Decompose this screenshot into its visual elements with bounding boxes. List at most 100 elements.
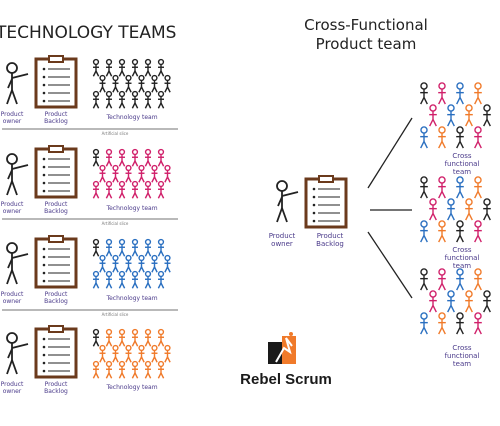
team-member-figure bbox=[157, 238, 165, 257]
team-member-figure bbox=[131, 270, 139, 289]
team-member-figure bbox=[438, 312, 446, 335]
product-owner-label: Product bbox=[1, 111, 24, 118]
logo-star-icon bbox=[289, 332, 293, 336]
product-backlog-label-2: Backlog bbox=[316, 240, 344, 248]
team-member-figure bbox=[456, 176, 464, 199]
cross-functional-label: Cross bbox=[452, 246, 472, 254]
product-owner-figure bbox=[6, 242, 29, 285]
team-member-figure bbox=[465, 104, 473, 127]
team-member-figure bbox=[118, 148, 126, 167]
cross-functional-label-2: functional bbox=[445, 160, 480, 168]
product-owner-label: Product bbox=[1, 381, 24, 388]
team-member-figure bbox=[157, 148, 165, 167]
team-member-figure bbox=[118, 360, 126, 379]
team-member-figure bbox=[131, 360, 139, 379]
product-owner-label-2: owner bbox=[3, 118, 22, 125]
team-member-figure bbox=[456, 220, 464, 243]
team-member-figure bbox=[447, 290, 455, 313]
team-member-figure bbox=[151, 254, 158, 273]
team-member-figure bbox=[144, 90, 152, 109]
row-2: Product owner Product Backlog Technology… bbox=[1, 145, 178, 226]
technology-team-label: Technology team bbox=[105, 114, 157, 121]
team-member-figure bbox=[118, 90, 126, 109]
team-member-figure bbox=[92, 90, 100, 109]
team-member-figure bbox=[105, 180, 113, 199]
team-member-figure bbox=[456, 268, 464, 291]
team-member-figure bbox=[131, 90, 139, 109]
team-member-figure bbox=[151, 74, 158, 93]
cross-functional-label-2: functional bbox=[445, 254, 480, 262]
team-member-figure bbox=[112, 254, 119, 273]
team-member-figure bbox=[483, 104, 491, 127]
rebel-scrum-logo bbox=[268, 332, 296, 364]
team-member-figure bbox=[474, 220, 482, 243]
team-member-figure bbox=[92, 328, 100, 347]
product-backlog-clipboard bbox=[34, 145, 78, 199]
product-owner-label: Product bbox=[1, 291, 24, 298]
team-member-figure bbox=[483, 198, 491, 221]
product-backlog-label: Product bbox=[317, 232, 344, 240]
team-member-figure bbox=[438, 220, 446, 243]
artificial-slice-label: Artificial slice bbox=[102, 312, 129, 317]
team-member-figure bbox=[105, 270, 113, 289]
team-member-figure bbox=[138, 254, 145, 273]
team-member-figure bbox=[144, 238, 152, 257]
team-member-figure bbox=[138, 74, 145, 93]
team-member-figure bbox=[99, 74, 106, 93]
team-member-figure bbox=[144, 270, 152, 289]
team-member-figure bbox=[105, 328, 113, 347]
team-member-figure bbox=[420, 82, 428, 105]
product-owner-figure bbox=[6, 62, 29, 105]
right-title-line1: Cross-Functional bbox=[304, 16, 428, 34]
team-member-figure bbox=[105, 148, 113, 167]
team-member-figure bbox=[125, 74, 132, 93]
connector-top bbox=[367, 117, 413, 189]
team-member-figure bbox=[138, 344, 145, 363]
team-member-figure bbox=[144, 180, 152, 199]
team-member-figure bbox=[429, 290, 437, 313]
team-member-figure bbox=[151, 164, 158, 183]
team-member-figure bbox=[105, 58, 113, 77]
team-member-figure bbox=[131, 148, 139, 167]
product-backlog-label: Product bbox=[45, 291, 68, 298]
team-member-figure bbox=[112, 344, 119, 363]
team-member-figure bbox=[474, 82, 482, 105]
team-member-figure bbox=[438, 82, 446, 105]
product-owner-label: Product bbox=[1, 201, 24, 208]
team-member-figure bbox=[474, 176, 482, 199]
team-member-figure bbox=[131, 328, 139, 347]
product-backlog-clipboard bbox=[34, 235, 78, 289]
cross-functional-label-3: team bbox=[453, 360, 471, 368]
team-member-figure bbox=[144, 360, 152, 379]
team-member-figure bbox=[125, 164, 132, 183]
team-member-figure bbox=[157, 270, 165, 289]
team-member-figure bbox=[112, 74, 119, 93]
product-owner-label-2: owner bbox=[271, 240, 293, 248]
logo-figure-icon bbox=[275, 337, 293, 363]
artificial-slice-label: Artificial slice bbox=[102, 221, 129, 226]
technology-team-crowd bbox=[92, 58, 171, 109]
product-backlog-clipboard bbox=[34, 55, 78, 109]
product-backlog-label-2: Backlog bbox=[44, 208, 68, 215]
team-member-figure bbox=[164, 164, 171, 183]
team-member-figure bbox=[157, 90, 165, 109]
team-member-figure bbox=[92, 180, 100, 199]
team-member-figure bbox=[92, 58, 100, 77]
team-member-figure bbox=[125, 254, 132, 273]
cross-functional-label-3: team bbox=[453, 262, 471, 270]
team-member-figure bbox=[118, 58, 126, 77]
team-member-figure bbox=[157, 180, 165, 199]
team-member-figure bbox=[474, 312, 482, 335]
team-member-figure bbox=[105, 90, 113, 109]
product-owner-label-2: owner bbox=[3, 208, 22, 215]
row-3: Product owner Product Backlog Technology… bbox=[1, 235, 178, 317]
technology-team-crowd bbox=[92, 238, 171, 289]
team-member-figure bbox=[429, 198, 437, 221]
cross-functional-section: Product owner Product Backlog Cross func… bbox=[269, 82, 491, 368]
product-owner-label: Product bbox=[269, 232, 296, 240]
team-member-figure bbox=[131, 238, 139, 257]
cross-functional-label: Cross bbox=[452, 344, 472, 352]
brand-name: Rebel Scrum bbox=[240, 371, 332, 388]
product-backlog-label: Product bbox=[45, 381, 68, 388]
team-member-figure bbox=[164, 74, 171, 93]
